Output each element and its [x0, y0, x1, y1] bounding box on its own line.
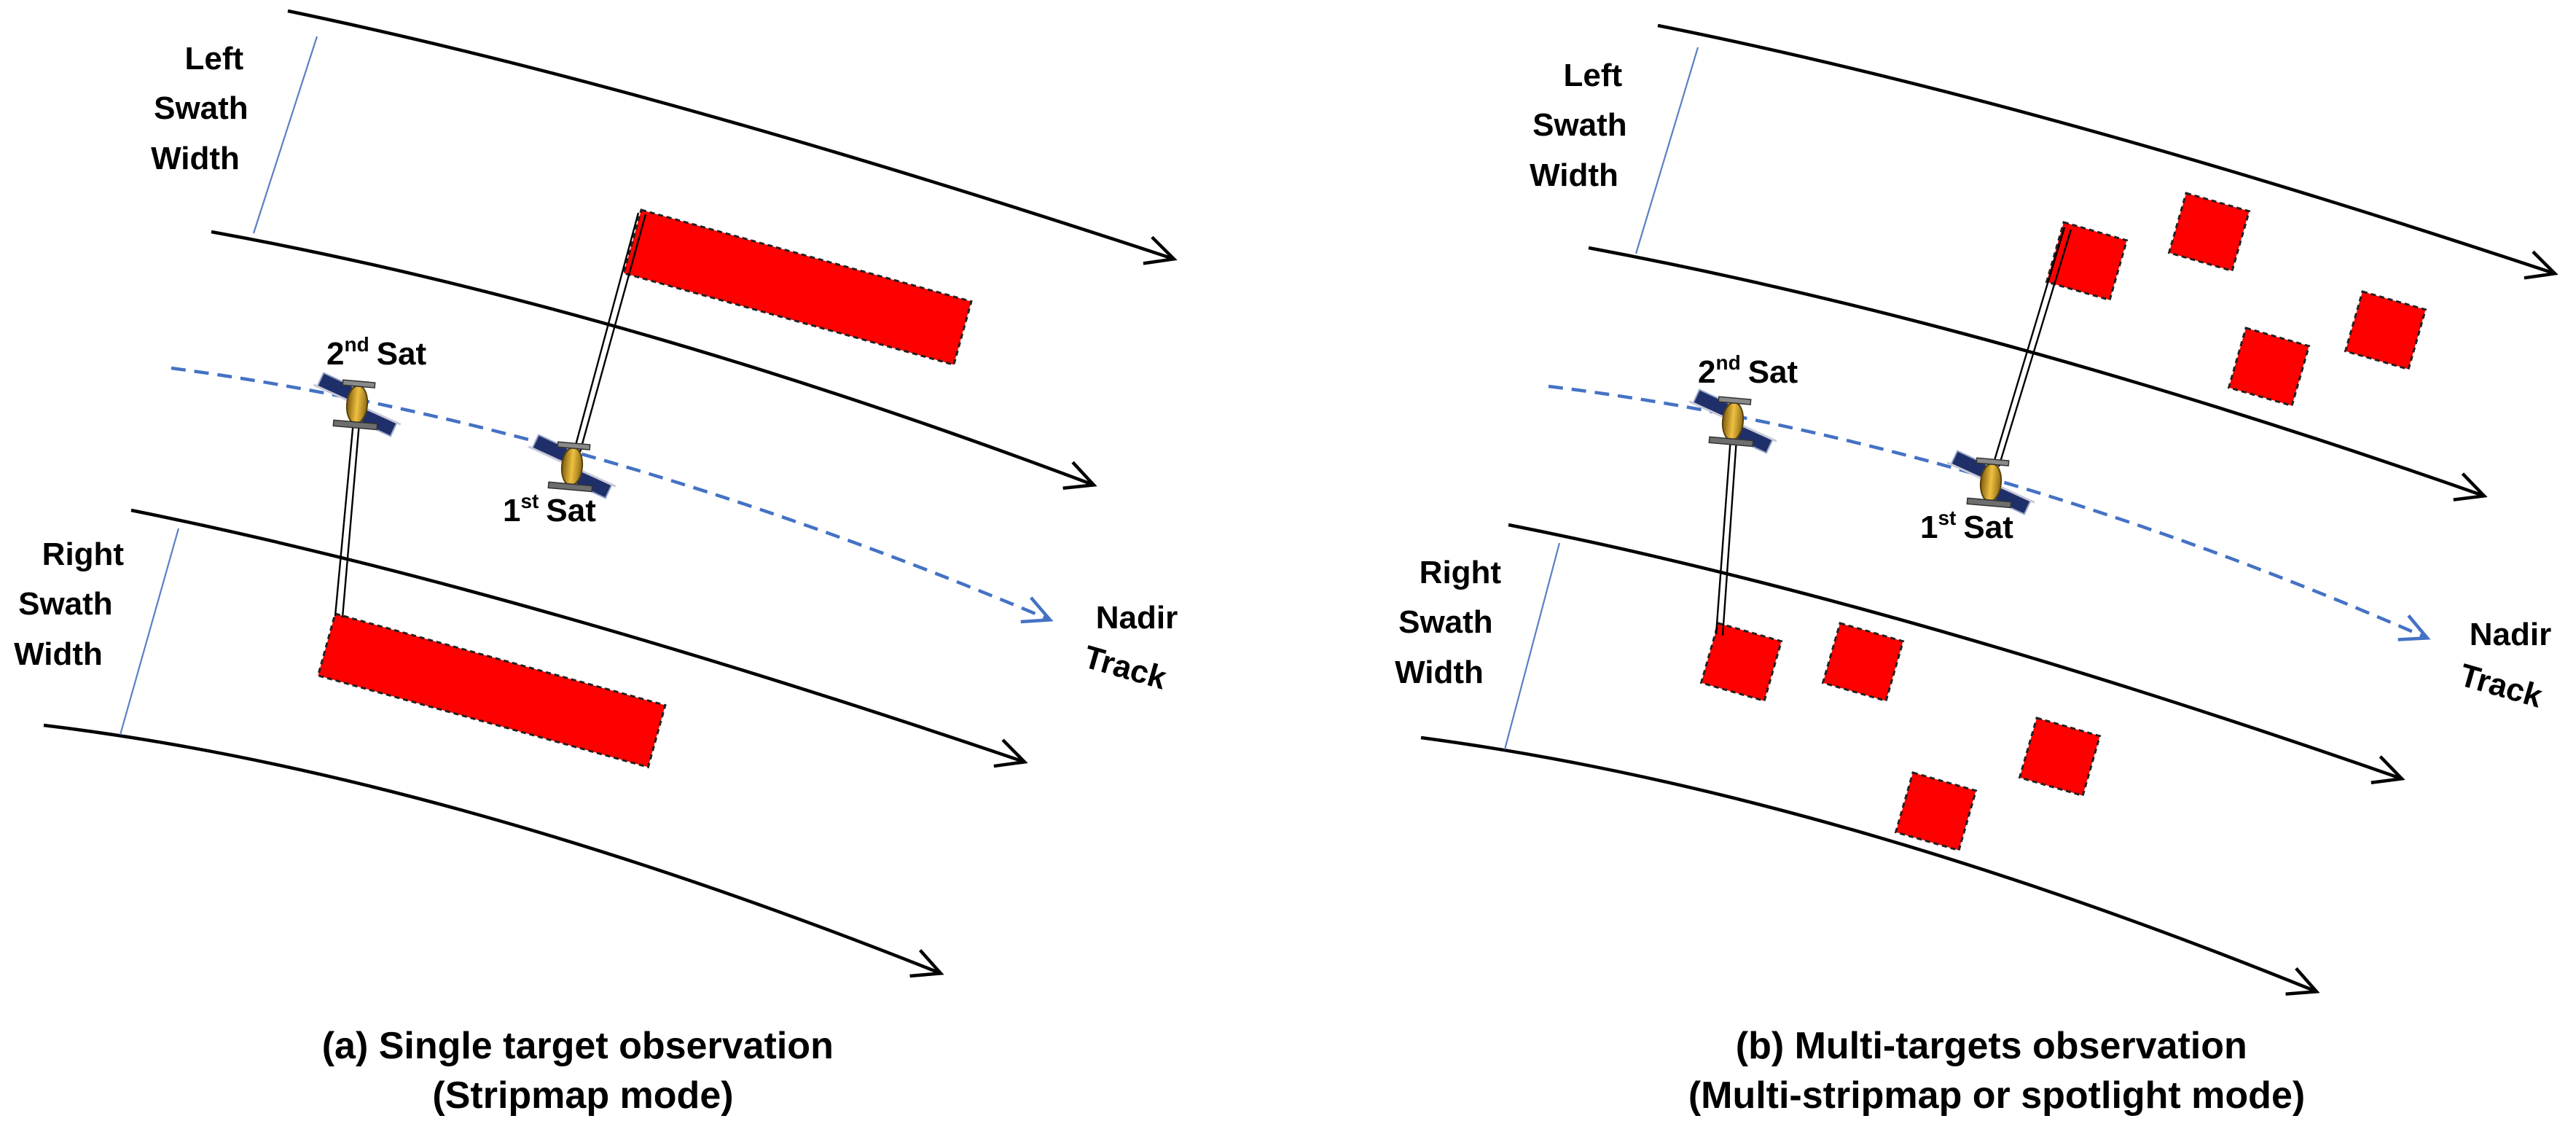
target-strip-right	[316, 612, 667, 769]
nadir-track-label-line2: Track	[1080, 639, 1171, 697]
swath-edge-top	[287, 9, 1178, 265]
swath-edge-bottom	[43, 723, 944, 978]
left-swath-width-indicator	[252, 36, 318, 234]
left-swath-width-indicator	[1635, 47, 1699, 254]
target-spot	[2227, 327, 2311, 407]
satellite-icon	[1942, 448, 2040, 517]
beam-second-sat	[334, 421, 361, 618]
swath-edge-upper-middle	[1588, 246, 2488, 501]
target-spot	[1821, 622, 1905, 703]
nadir-track	[171, 366, 1054, 624]
target-spot	[2045, 221, 2129, 302]
beam-second-sat	[1715, 437, 1738, 636]
swath-edge-top	[1657, 23, 2559, 280]
right-swath-width-indicator	[1503, 542, 1561, 750]
swath-edge-lower-middle	[1508, 523, 2405, 784]
beam-first-sat	[573, 212, 647, 453]
nadir-track-label-line2: Track	[2456, 657, 2547, 715]
nadir-track-label: Nadir	[2470, 617, 2551, 652]
swath-edge-upper-middle	[211, 230, 1097, 490]
target-spot	[2018, 717, 2102, 797]
target-spot	[2167, 192, 2251, 273]
target-spot	[1699, 622, 1783, 703]
caption-b: (b) Multi-targets observation (Multi-str…	[1688, 1025, 2305, 1117]
right-swath-width-indicator	[119, 528, 180, 735]
target-spot	[2344, 290, 2427, 371]
swath-edge-lower-middle	[130, 508, 1028, 768]
nadir-track-label: Nadir	[1096, 600, 1178, 636]
satellite-icon	[308, 370, 406, 439]
beam-first-sat	[1992, 227, 2072, 467]
caption-a: (a) Single target observation (Stripmap …	[322, 1025, 845, 1117]
target-spot	[1894, 771, 1978, 852]
nadir-track	[1548, 384, 2431, 641]
right-swath-label: Right Swath Width	[14, 536, 133, 672]
right-swath-label: Right Swath Width	[1395, 555, 1510, 690]
swath-edge-bottom	[1420, 735, 2320, 996]
left-swath-label: Left Swath Width	[1530, 58, 1636, 193]
left-swath-label: Left Swath Width	[151, 41, 257, 176]
target-strip-left	[622, 208, 973, 367]
